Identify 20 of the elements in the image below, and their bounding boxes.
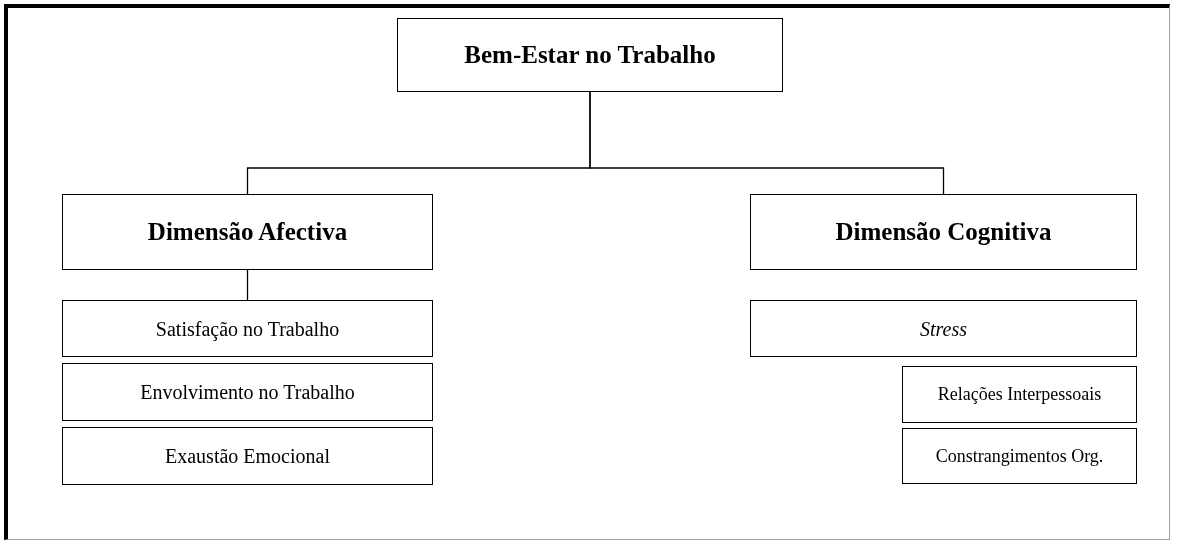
title-box (397, 18, 783, 92)
category-box (750, 194, 1137, 270)
item-box (62, 427, 433, 485)
item-box (62, 300, 433, 357)
node-text: Satisfação no Trabalho (155, 316, 340, 343)
connector-line (589, 91, 945, 195)
node-text: Stress (919, 316, 967, 342)
node-text: Constrangimentos Org. (935, 444, 1104, 468)
node-text: Dimensão Afectiva (147, 217, 348, 248)
item-box (902, 366, 1137, 423)
node-text: Bem-Estar no Trabalho (464, 40, 716, 71)
node-text: Dimensão Cognitiva (835, 217, 1052, 248)
node-text: Exaustão Emocional (165, 444, 330, 469)
item-box (62, 363, 433, 421)
node-text: Envolvimento no Trabalho (140, 380, 355, 405)
item-box (902, 428, 1137, 484)
node-text: Relações Interpessoais (937, 383, 1102, 406)
connector-line (246, 269, 249, 301)
category-box (62, 194, 433, 270)
item-box (750, 300, 1137, 357)
